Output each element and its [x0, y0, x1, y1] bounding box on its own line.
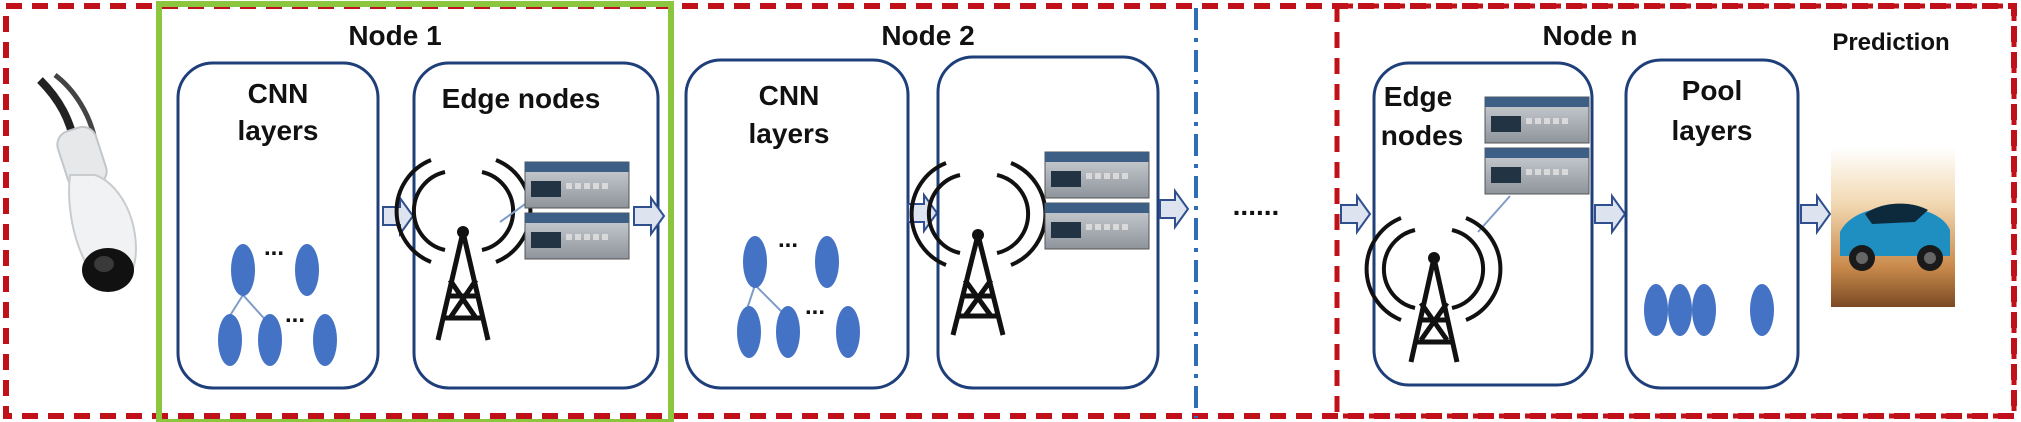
- neuron: [815, 236, 839, 288]
- flow-arrow: [1340, 192, 1372, 236]
- node1-frame: [156, 1, 674, 422]
- network-router-icon: [1044, 151, 1150, 250]
- neuron: [258, 314, 282, 366]
- neuron: [1750, 284, 1774, 336]
- node1-cnn-label-line2: layers: [238, 115, 319, 146]
- node1-neuron-graph: ... ...: [218, 234, 337, 366]
- neuron: [218, 314, 242, 366]
- ellipsis-dots: ...: [778, 226, 798, 253]
- antenna-tower-icon: [394, 158, 533, 341]
- ellipsis-dots: ...: [285, 301, 305, 328]
- neuron: [1692, 284, 1716, 336]
- car-photo-icon: [1831, 147, 1955, 307]
- node1-cnn-label-line1: CNN: [248, 78, 309, 109]
- outer-frame: [3, 3, 2017, 419]
- flow-arrow: [1800, 192, 1832, 236]
- continuation-ellipsis: ......: [1233, 190, 1280, 221]
- node2-neuron-graph: ... ...: [737, 226, 860, 358]
- security-camera-icon: [37, 73, 137, 292]
- neuron: [313, 314, 337, 366]
- neuron: [295, 244, 319, 296]
- prediction-label: Prediction: [1832, 29, 1949, 56]
- node1-cnn-panel: [176, 61, 380, 390]
- flow-arrow: [1159, 187, 1190, 231]
- flow-arrow: [633, 194, 666, 238]
- node2-cnn-label-line2: layers: [749, 118, 830, 149]
- node1-edge-label: Edge nodes: [442, 83, 601, 114]
- pool-neurons: [1644, 284, 1774, 336]
- neuron: [776, 306, 800, 358]
- noden-pool-label-line2: layers: [1672, 115, 1753, 146]
- network-router-icon: [1484, 96, 1590, 195]
- node2-cnn-panel: [684, 58, 910, 390]
- ellipsis-dots: ...: [264, 234, 284, 261]
- neuron: [836, 306, 860, 358]
- noden-edge-label-line1: Edge: [1384, 81, 1452, 112]
- ellipsis-dots: ...: [805, 293, 825, 320]
- flow-arrow: [1594, 192, 1627, 236]
- noden-frame: [1334, 3, 2017, 419]
- neuron: [231, 244, 255, 296]
- noden-pool-panel: [1624, 58, 1800, 390]
- noden-edge-label-line2: nodes: [1381, 120, 1463, 151]
- network-router-icon: [524, 161, 630, 260]
- antenna-tower-icon: [1364, 216, 1503, 363]
- neuron: [1644, 284, 1668, 336]
- neuron: [1668, 284, 1692, 336]
- neuron: [737, 306, 761, 358]
- neuron: [743, 236, 767, 288]
- node2-cnn-label-line1: CNN: [759, 80, 820, 111]
- node2-title: Node 2: [881, 20, 974, 51]
- noden-title: Node n: [1543, 20, 1638, 51]
- node1-title: Node 1: [348, 20, 441, 51]
- noden-pool-label-line1: Pool: [1682, 75, 1743, 106]
